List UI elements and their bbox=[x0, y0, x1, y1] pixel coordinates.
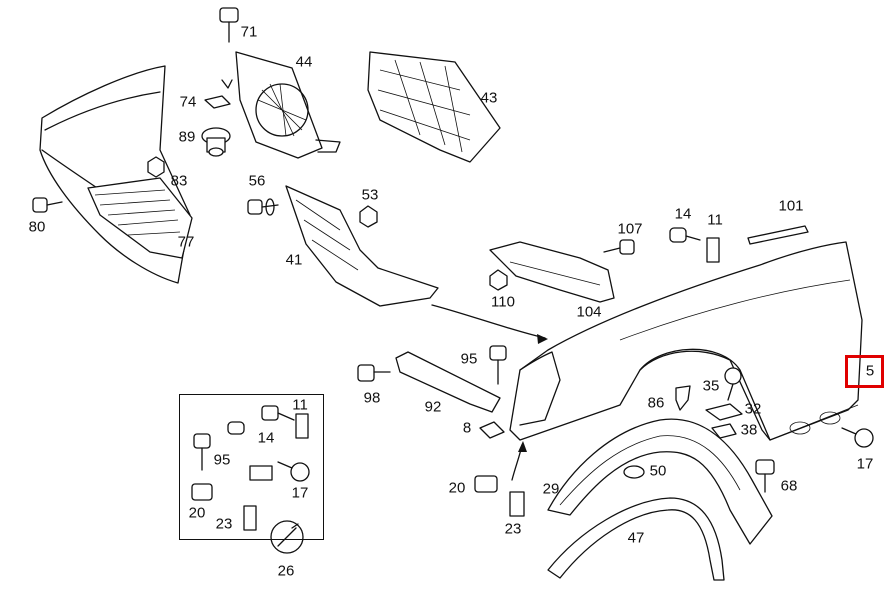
part-label-86[interactable]: 86 bbox=[647, 394, 665, 412]
part-label-92[interactable]: 92 bbox=[424, 398, 442, 416]
part-label-11-inset[interactable]: 11 bbox=[292, 396, 308, 414]
bolt-14a-icon bbox=[669, 227, 701, 243]
wheel-liner-29 bbox=[547, 418, 773, 545]
part-label-98[interactable]: 98 bbox=[363, 389, 381, 407]
clip-74-icon bbox=[204, 79, 233, 109]
duct-104 bbox=[489, 241, 615, 303]
part-label-68[interactable]: 68 bbox=[780, 477, 798, 495]
clip-38-icon bbox=[711, 423, 737, 439]
screw-56-icon bbox=[247, 198, 279, 216]
assembly-arrow-41 bbox=[431, 304, 548, 344]
part-label-101[interactable]: 101 bbox=[778, 197, 804, 215]
part-label-95-inset[interactable]: 95 bbox=[213, 451, 231, 469]
part-label-14-inset[interactable]: 14 bbox=[257, 429, 275, 447]
clip-32-icon bbox=[705, 403, 743, 421]
screw-95a-icon bbox=[489, 345, 507, 385]
plate-23b-icon bbox=[509, 491, 525, 517]
clip-8-icon bbox=[479, 421, 505, 439]
inset-box bbox=[179, 394, 324, 540]
part-label-77[interactable]: 77 bbox=[177, 233, 195, 251]
part-label-89[interactable]: 89 bbox=[178, 128, 196, 146]
screw-35-icon bbox=[724, 367, 742, 401]
part-label-5[interactable]: 5 bbox=[865, 362, 875, 380]
clip-86-icon bbox=[675, 385, 691, 411]
part-label-17-inset[interactable]: 17 bbox=[291, 484, 309, 502]
bolt-80-icon bbox=[32, 197, 63, 213]
part-label-17-main[interactable]: 17 bbox=[856, 455, 874, 473]
part-label-20-main[interactable]: 20 bbox=[448, 479, 466, 497]
bolt-98-icon bbox=[357, 364, 391, 382]
screw-107-icon bbox=[603, 239, 635, 255]
part-label-32[interactable]: 32 bbox=[744, 400, 762, 418]
part-label-80[interactable]: 80 bbox=[28, 218, 46, 236]
bracket-92 bbox=[395, 351, 501, 413]
part-label-71[interactable]: 71 bbox=[240, 23, 258, 41]
nut-83-icon bbox=[147, 156, 165, 178]
strip-101 bbox=[747, 225, 809, 245]
part-label-110[interactable]: 110 bbox=[491, 293, 515, 311]
front-bumper bbox=[39, 65, 193, 284]
part-label-8[interactable]: 8 bbox=[462, 419, 472, 437]
part-label-41[interactable]: 41 bbox=[285, 251, 303, 269]
fender-5 bbox=[509, 241, 863, 441]
part-label-23-main[interactable]: 23 bbox=[504, 520, 522, 538]
part-label-83[interactable]: 83 bbox=[170, 172, 188, 190]
highlight-box-part-5[interactable] bbox=[845, 355, 884, 388]
wheel-arch-47 bbox=[547, 497, 725, 581]
part-label-50[interactable]: 50 bbox=[649, 462, 667, 480]
part-label-44[interactable]: 44 bbox=[295, 53, 313, 71]
air-duct-41 bbox=[285, 185, 439, 307]
bolt-71-icon bbox=[219, 7, 239, 43]
part-label-14-top[interactable]: 14 bbox=[674, 205, 692, 223]
part-label-74[interactable]: 74 bbox=[179, 93, 197, 111]
screw-17a-icon bbox=[841, 427, 874, 448]
clip-20b-icon bbox=[474, 475, 498, 493]
fan-shroud-44 bbox=[235, 51, 341, 159]
part-label-95-main[interactable]: 95 bbox=[460, 350, 478, 368]
nut-53-icon bbox=[359, 205, 378, 228]
part-label-23-inset[interactable]: 23 bbox=[215, 515, 233, 533]
clip-11a-icon bbox=[706, 237, 720, 263]
part-label-38[interactable]: 38 bbox=[740, 421, 758, 439]
part-label-56[interactable]: 56 bbox=[248, 172, 266, 190]
grommet-89-icon bbox=[201, 127, 231, 157]
inset-fasteners bbox=[191, 405, 310, 554]
part-label-47[interactable]: 47 bbox=[627, 529, 645, 547]
part-label-35[interactable]: 35 bbox=[702, 377, 720, 395]
part-label-53[interactable]: 53 bbox=[361, 186, 379, 204]
part-label-104[interactable]: 104 bbox=[576, 303, 602, 321]
assembly-arrow-20 bbox=[511, 441, 527, 481]
part-label-107[interactable]: 107 bbox=[617, 220, 643, 238]
nut-110-icon bbox=[489, 269, 508, 291]
nut-50-icon bbox=[623, 465, 645, 479]
part-label-11-top[interactable]: 11 bbox=[707, 211, 723, 229]
part-label-29[interactable]: 29 bbox=[542, 480, 560, 498]
part-label-20-inset[interactable]: 20 bbox=[188, 504, 206, 522]
part-label-43[interactable]: 43 bbox=[480, 89, 498, 107]
screw-68-icon bbox=[755, 459, 775, 493]
grille-43 bbox=[367, 51, 501, 163]
part-label-26[interactable]: 26 bbox=[277, 562, 295, 580]
